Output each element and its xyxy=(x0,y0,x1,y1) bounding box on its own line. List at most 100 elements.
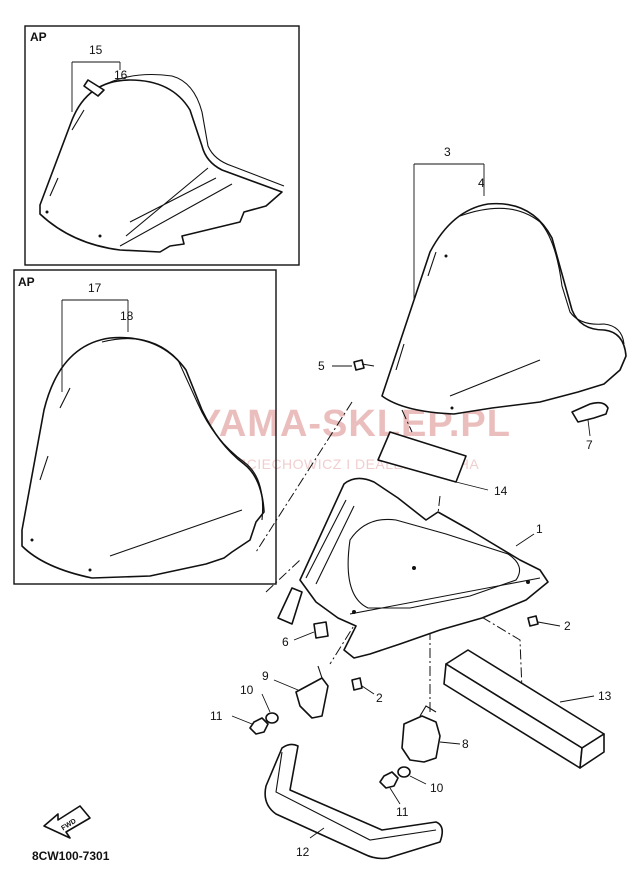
guide-line-b xyxy=(401,409,413,433)
callout-14: 14 xyxy=(494,484,508,498)
callout-2-middle: 2 xyxy=(376,691,383,705)
callout-18: 18 xyxy=(120,309,134,323)
cowling-1-hole-b xyxy=(412,566,416,570)
callout-8: 8 xyxy=(462,737,469,751)
mount-hole-upper-2 xyxy=(98,234,102,238)
cowling-1-hole-a xyxy=(352,610,356,614)
leader-9 xyxy=(273,679,299,691)
mount-hole-main-2 xyxy=(450,406,454,410)
diagram-code: 8CW100-7301 xyxy=(32,849,110,863)
leader-17 xyxy=(61,299,129,392)
leader-15 xyxy=(71,61,121,112)
callout-1: 1 xyxy=(536,522,543,536)
callout-3: 3 xyxy=(444,145,451,159)
bolt-5-shaft xyxy=(361,363,375,367)
callout-7: 7 xyxy=(586,438,593,452)
leader-13 xyxy=(559,695,595,703)
nut-11-left-shape xyxy=(249,717,269,735)
callout-6: 6 xyxy=(282,635,289,649)
inset-frame-lower xyxy=(13,269,277,585)
leader-6 xyxy=(293,631,315,641)
bolt-part-2-right: 2 xyxy=(527,615,571,633)
cowling-1-side-flap xyxy=(277,587,303,625)
bracket-8-tab xyxy=(419,705,437,717)
callout-2-right: 2 xyxy=(564,619,571,633)
cowling-1-edge xyxy=(305,499,541,615)
callout-13: 13 xyxy=(598,689,612,703)
leader-2-right xyxy=(537,621,561,627)
grommet-6-shape xyxy=(313,621,329,639)
windshield-trim-part-4 xyxy=(459,207,625,345)
windshield-part-3 xyxy=(381,202,627,415)
windshield-part-17 xyxy=(21,336,265,579)
bolt-5-shape xyxy=(353,359,365,371)
windshield-shade-main xyxy=(449,359,541,397)
bolt-part-2-middle: 2 xyxy=(351,677,383,705)
mount-hole-upper xyxy=(45,210,49,214)
bolt-2-middle-shape xyxy=(351,677,363,691)
fastener-7-shape xyxy=(571,401,609,423)
trim-tip-part-16 xyxy=(83,79,105,97)
grommet-part-6: 6 xyxy=(282,621,329,649)
washer-part-10-left: 10 xyxy=(240,683,279,724)
bolt-part-5: 5 xyxy=(318,359,375,373)
fwd-arrow: FWD xyxy=(43,805,91,839)
callout-9: 9 xyxy=(262,669,269,683)
windshield-shade-upper xyxy=(119,167,233,247)
pad-part-14: 14 xyxy=(377,431,508,498)
fwd-arrow-shape xyxy=(43,805,91,839)
callout-11-left: 11 xyxy=(210,709,223,723)
windshield-edge-upper xyxy=(49,109,85,197)
windshield-shade-lower xyxy=(39,387,243,557)
leader-14 xyxy=(455,481,489,491)
leader-3 xyxy=(413,163,485,300)
fastener-part-7: 7 xyxy=(571,401,609,452)
foam-13-end xyxy=(579,733,605,769)
cowling-1-hole-c xyxy=(526,580,530,584)
cowling-1-shape xyxy=(299,477,549,659)
strip-12-inner xyxy=(275,751,437,841)
cowling-part-1: 1 xyxy=(277,477,549,659)
strip-12-shape xyxy=(264,743,444,860)
bracket-9-tab xyxy=(317,665,323,679)
nut-part-11-right: 11 xyxy=(379,771,409,819)
leader-11-left xyxy=(231,715,253,725)
callout-4: 4 xyxy=(478,176,485,190)
inset-ap-lower: AP 17 18 xyxy=(13,269,277,585)
main-windshield-assembly: 3 4 xyxy=(381,145,627,415)
inset-label-lower: AP xyxy=(18,275,35,289)
leader-10-left xyxy=(261,693,271,713)
windshield-trim-part-18 xyxy=(101,338,264,521)
callout-10-left: 10 xyxy=(240,683,254,697)
guide-line-a xyxy=(255,401,353,553)
mount-hole-lower xyxy=(30,538,34,542)
bracket-part-9: 9 xyxy=(262,665,329,719)
windshield-part-15 xyxy=(39,79,283,253)
washer-10-left-shape xyxy=(265,712,279,724)
bracket-part-8: 8 xyxy=(401,705,469,763)
washer-part-10-right: 10 xyxy=(397,766,444,795)
windshield-trim-part-16 xyxy=(97,73,285,187)
inset-label-upper: AP xyxy=(30,30,47,44)
washer-10-right-shape xyxy=(397,766,411,778)
mount-hole-main xyxy=(444,254,448,258)
cowling-1-window xyxy=(347,518,521,609)
leader-8 xyxy=(439,741,461,745)
foam-block-part-13: 13 xyxy=(443,649,612,769)
nut-11-right-shape xyxy=(379,771,399,789)
bracket-9-shape xyxy=(295,677,329,719)
nut-part-11-left: 11 xyxy=(210,709,269,735)
leader-2-middle xyxy=(361,685,375,695)
bolt-2-right-shape xyxy=(527,615,539,627)
callout-11-right: 11 xyxy=(396,805,409,819)
strip-part-12: 12 xyxy=(264,743,444,860)
callout-16: 16 xyxy=(114,68,128,82)
callout-5: 5 xyxy=(318,359,325,373)
inset-frame-upper xyxy=(24,25,300,266)
callout-15: 15 xyxy=(89,43,103,57)
leader-12 xyxy=(309,827,325,839)
callout-12: 12 xyxy=(296,845,310,859)
guide-line-g xyxy=(265,559,301,593)
leader-7 xyxy=(587,419,591,437)
